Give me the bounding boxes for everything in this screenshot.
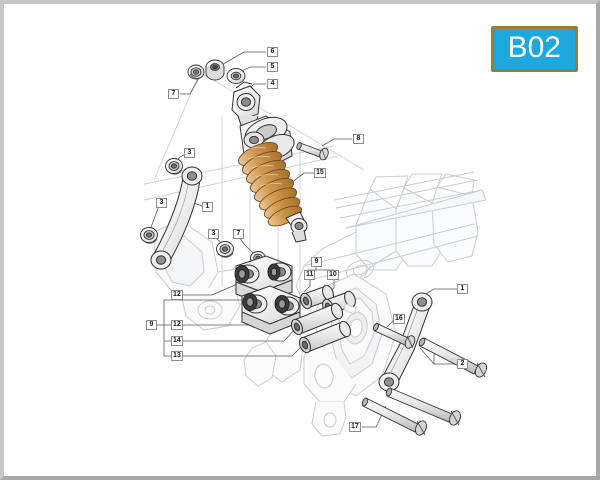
callout-16[interactable]: 16 [393, 314, 405, 324]
section-badge-text: B02 [507, 31, 561, 64]
part-13-pivot-pin-long [298, 320, 352, 354]
callout-1-right[interactable]: 1 [457, 284, 468, 294]
part-14-pivot-pin-short [290, 302, 344, 336]
ghost-swingarm [295, 171, 487, 305]
parts-illustration [140, 51, 488, 437]
callout-12-upper[interactable]: 12 [171, 290, 183, 300]
part-12-needle-bearings [234, 263, 290, 313]
part-8-bolt [296, 142, 329, 161]
callout-3-upper[interactable]: 3 [184, 148, 195, 158]
callout-15[interactable]: 15 [314, 168, 326, 178]
part-6-nut [205, 59, 225, 81]
callout-11[interactable]: 11 [304, 270, 316, 280]
callout-9-upper[interactable]: 9 [311, 257, 322, 267]
callout-14[interactable]: 14 [171, 336, 183, 346]
callout-12-lower[interactable]: 12 [171, 320, 183, 330]
callout-13[interactable]: 13 [171, 351, 183, 361]
part-2-bolt-long-lower [385, 387, 461, 426]
part-3-bearing-a [165, 158, 183, 175]
callout-1-left[interactable]: 1 [202, 202, 213, 212]
part-7-bearing-upper [187, 64, 205, 80]
part-16-bolt [372, 322, 416, 349]
part-3-bearing-c [216, 241, 234, 258]
part-15-shock-absorber [238, 115, 308, 243]
callout-6[interactable]: 6 [267, 47, 278, 57]
part-5-washer [226, 68, 246, 84]
part-1-connecting-rod-left [150, 166, 203, 270]
callout-8[interactable]: 8 [353, 134, 364, 144]
ghost-pin-center [343, 303, 357, 315]
section-badge: B02 [490, 26, 578, 72]
callout-5[interactable]: 5 [267, 62, 278, 72]
diagram-canvas: 6 5 4 7 8 15 3 3 1 3 7 9 11 10 12 9 12 1… [4, 4, 596, 476]
callout-10[interactable]: 10 [327, 270, 339, 280]
callout-7-mid[interactable]: 7 [233, 229, 244, 239]
callout-9-lower[interactable]: 9 [146, 320, 157, 330]
part-17-bolt-extra-long [361, 397, 427, 436]
callout-2[interactable]: 2 [457, 359, 468, 369]
part-3-bearing-b [140, 227, 158, 244]
callout-3-left[interactable]: 3 [156, 198, 167, 208]
callout-3-mid[interactable]: 3 [208, 229, 219, 239]
callout-4[interactable]: 4 [267, 79, 278, 89]
shock-spring [238, 142, 303, 227]
callout-7-upper[interactable]: 7 [168, 89, 179, 99]
callout-17[interactable]: 17 [349, 422, 361, 432]
part-11-bushing [300, 284, 334, 310]
